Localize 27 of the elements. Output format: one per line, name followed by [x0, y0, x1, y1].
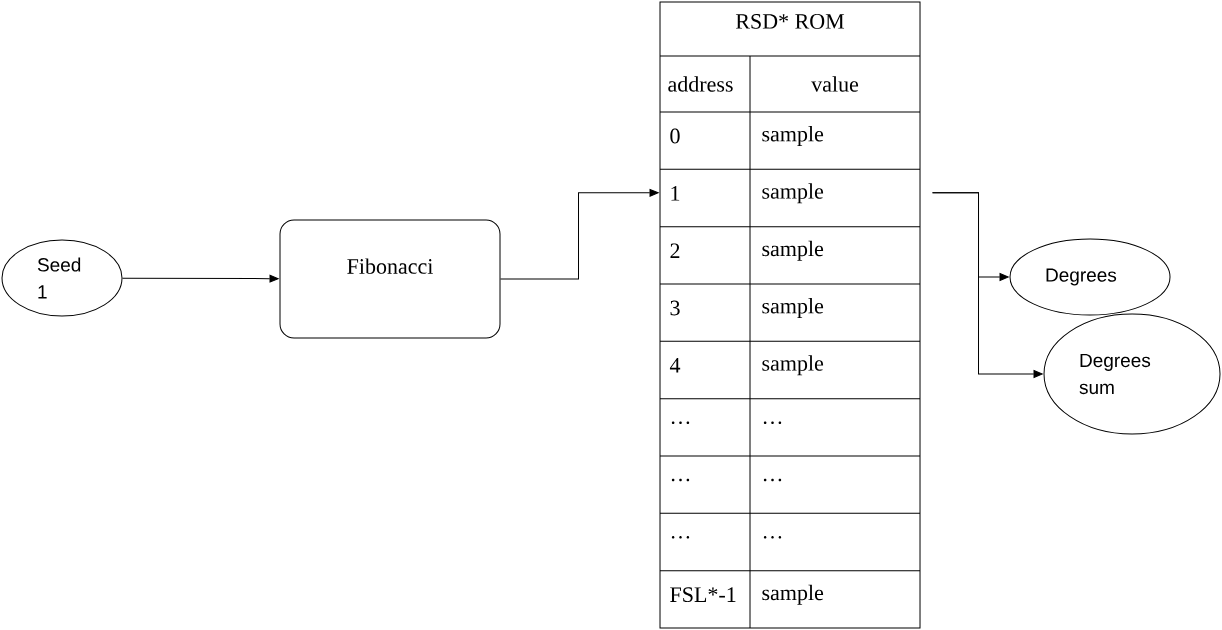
table-text: address	[668, 76, 733, 92]
table-text: sample	[762, 183, 824, 204]
ellipse-node: Seed 1	[1, 239, 123, 317]
table-text: 3	[670, 300, 680, 316]
table-text: …	[763, 536, 782, 539]
table-text: 1	[671, 186, 680, 201]
arrow	[122, 274, 279, 283]
table-text: …	[763, 478, 782, 482]
table-text: …	[763, 421, 782, 424]
table-text: sample	[762, 355, 824, 376]
table-text: sample	[762, 584, 824, 605]
table-text: 0	[670, 128, 680, 144]
table-text: 2	[670, 243, 680, 258]
ellipse-node: Degrees sum	[1043, 313, 1221, 435]
table-text: …	[671, 536, 690, 539]
table-text: sample	[762, 298, 824, 318]
ellipse-node: Degrees	[1009, 238, 1171, 316]
arrow	[932, 192, 1043, 378]
table-text: …	[671, 421, 690, 424]
arrow	[500, 188, 659, 280]
table-text: 4	[669, 358, 681, 373]
table-text: sample	[762, 126, 824, 146]
table-text: FSL*-1	[670, 587, 736, 603]
table-text: sample	[762, 240, 824, 261]
table-text: …	[671, 478, 690, 482]
table-text: value	[811, 76, 859, 92]
process-box: Fibonacci	[279, 219, 501, 339]
